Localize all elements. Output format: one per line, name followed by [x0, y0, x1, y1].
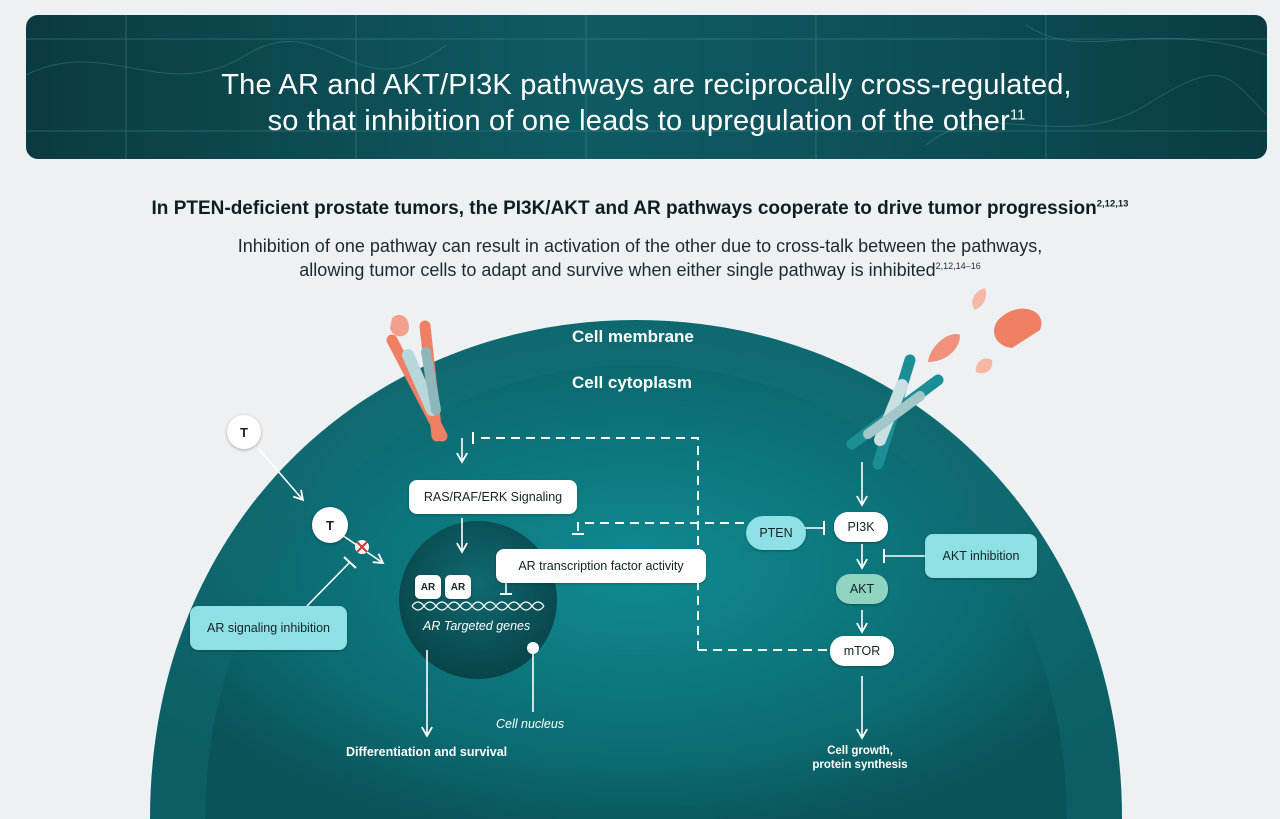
- mtor-box: mTOR: [830, 636, 894, 666]
- right-receptor-icon: [846, 354, 944, 470]
- cell-cytoplasm-shape: [205, 365, 1067, 819]
- ar-targeted-genes-label: AR Targeted genes: [423, 619, 531, 633]
- akt-inhibition-box: AKT inhibition: [925, 534, 1037, 578]
- ras-raf-erk-box: RAS/RAF/ERK Signaling: [409, 480, 577, 514]
- cell-growth-line1: Cell growth,: [827, 745, 893, 757]
- ar-inhibition-bar: [343, 556, 357, 569]
- testosterone-outside: T: [227, 415, 261, 449]
- ar-receptor-left: AR: [415, 575, 441, 599]
- banner-texture: [26, 15, 1267, 159]
- section-heading: In PTEN-deficient prostate tumors, the P…: [0, 198, 1280, 220]
- banner-title-line1: The AR and AKT/PI3K pathways are recipro…: [221, 69, 1072, 101]
- crosstalk-dashed: [478, 437, 828, 651]
- t-entry-arrow: [257, 447, 305, 502]
- section-heading-ref: 2,12,13: [1096, 198, 1129, 210]
- ar-signaling-inhibition-box: AR signaling inhibition: [190, 606, 347, 650]
- akt-box: AKT: [836, 574, 888, 604]
- header-banner: The AR and AKT/PI3K pathways are recipro…: [26, 15, 1267, 159]
- cell-nucleus-label: Cell nucleus: [496, 717, 565, 731]
- ar-receptor-right: AR: [445, 575, 471, 599]
- blocked-x-icon: [355, 540, 369, 554]
- dna-icon: [411, 601, 545, 611]
- section-heading-text: In PTEN-deficient prostate tumors, the P…: [151, 198, 1097, 219]
- cell-growth-line2: protein synthesis: [812, 759, 908, 771]
- left-receptor-icon: [386, 314, 448, 442]
- pi3k-box: PI3K: [834, 512, 888, 542]
- subheading-ref: 2,12,14–16: [935, 261, 981, 271]
- testosterone-inside: T: [312, 507, 348, 543]
- cell-growth-label: Cell growth, protein synthesis: [800, 744, 920, 772]
- subheading-line2: allowing tumor cells to adapt and surviv…: [299, 260, 936, 280]
- banner-title-line2: so that inhibition of one leads to upreg…: [267, 105, 1010, 137]
- banner-title-ref: 11: [1009, 107, 1026, 124]
- section-subheading: Inhibition of one pathway can result in …: [0, 234, 1280, 282]
- subheading-line1: Inhibition of one pathway can result in …: [237, 236, 1043, 256]
- ligand-drop-icon: [928, 288, 1042, 374]
- banner-title: The AR and AKT/PI3K pathways are recipro…: [26, 67, 1267, 139]
- ar-transcription-box: AR transcription factor activity: [496, 549, 706, 583]
- pten-box: PTEN: [746, 516, 806, 550]
- cell-cytoplasm-label: Cell cytoplasm: [572, 373, 692, 392]
- cell-membrane-label: Cell membrane: [572, 327, 694, 346]
- differentiation-label: Differentiation and survival: [346, 745, 508, 759]
- ar-inhibition-line: [306, 561, 351, 607]
